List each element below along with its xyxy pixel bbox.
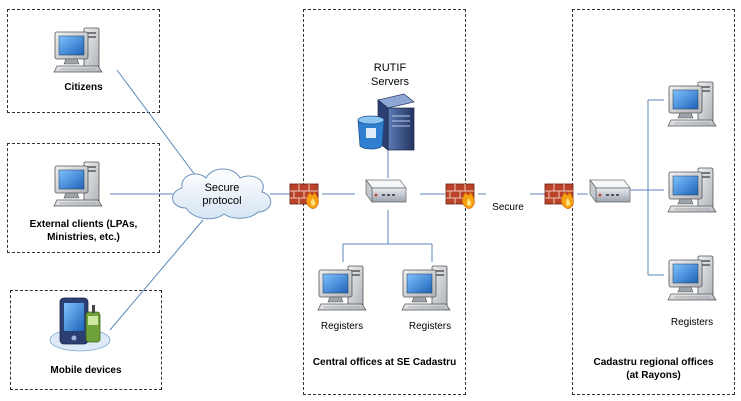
router-central-icon <box>365 179 407 203</box>
mobile-devices-label: Mobile devices <box>50 365 122 376</box>
regional-offices-caption: Cadastru regional offices (at Rayons) <box>593 357 714 381</box>
citizens-computer-icon <box>53 27 103 73</box>
register-right-label: Registers <box>408 321 452 332</box>
register-left-label: Registers <box>320 321 364 332</box>
cloud-icon <box>172 168 272 220</box>
firewall-regional-icon <box>544 183 574 210</box>
mobile-devices-group-box <box>10 290 162 390</box>
cloud-label: Secure protocol <box>202 182 242 207</box>
mobile-devices-icon <box>49 297 111 352</box>
external-clients-group-box <box>7 143 160 253</box>
external-clients-label: External clients (LPAs, Ministries, etc.… <box>29 219 138 243</box>
rutif-servers-label: RUTIF Servers <box>371 62 409 88</box>
regional-computer-middle-icon <box>667 167 717 213</box>
firewall-central-in-icon <box>289 183 319 210</box>
citizens-label: Citizens <box>64 82 103 93</box>
firewall-central-out-icon <box>445 183 475 210</box>
citizens-group-box <box>7 9 160 113</box>
external-clients-computer-icon <box>53 161 103 207</box>
regional-computer-bottom-icon <box>667 255 717 301</box>
connection-lines <box>109 69 664 331</box>
regional-registers-label: Registers <box>670 317 714 328</box>
register-left-computer-icon <box>317 265 367 311</box>
secure-link-label: Secure <box>492 202 524 213</box>
central-offices-caption: Central offices at SE Cadastru <box>312 357 457 368</box>
rutif-server-icon <box>357 93 415 151</box>
register-right-computer-icon <box>401 265 451 311</box>
regional-computer-top-icon <box>667 81 717 127</box>
router-regional-icon <box>589 179 631 203</box>
